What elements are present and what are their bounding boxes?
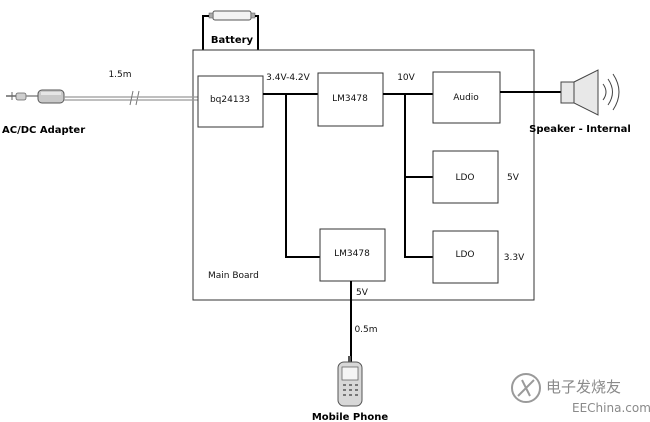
adapter-brick-icon bbox=[37, 89, 65, 104]
ldo2-output-voltage: 3.3V bbox=[504, 253, 525, 263]
branch-wire-to-phone-converter bbox=[285, 94, 320, 258]
bus-10v-label: 10V bbox=[397, 73, 415, 83]
watermark-chinese-logo-text: 电子发烧友 bbox=[546, 378, 621, 396]
speaker-icon bbox=[560, 69, 620, 116]
battery-label: Battery bbox=[211, 35, 254, 46]
ldo2-label: LDO bbox=[455, 250, 474, 260]
audio-label: Audio bbox=[453, 93, 479, 103]
speaker-label: Speaker - Internal bbox=[529, 124, 631, 135]
ldo-5v-block bbox=[432, 150, 499, 204]
ldo-3v3-block bbox=[432, 230, 499, 284]
adapter-cable-length: 1.5m bbox=[108, 70, 131, 80]
charger-label: bq24133 bbox=[210, 95, 250, 105]
phone-converter-lm3478 bbox=[319, 228, 386, 282]
phone-converter-label: LM3478 bbox=[334, 249, 370, 259]
ldo1-label: LDO bbox=[455, 173, 474, 183]
audio-block bbox=[432, 71, 501, 124]
battery bbox=[208, 10, 256, 21]
phone-output-voltage: 5V bbox=[356, 288, 369, 298]
adapter-plug-icon bbox=[6, 92, 38, 101]
adapter-cable bbox=[64, 96, 136, 101]
bus-vertical-wire bbox=[404, 94, 433, 258]
phone-label: Mobile Phone bbox=[312, 412, 389, 422]
battery-icon bbox=[212, 10, 252, 21]
mobile-phone-icon bbox=[337, 356, 363, 407]
watermark-text: EEChina.com bbox=[572, 401, 650, 415]
boost-lm3478 bbox=[317, 72, 384, 127]
adapter-label: AC/DC Adapter bbox=[2, 125, 85, 136]
main-board-label: Main Board bbox=[208, 271, 259, 281]
watermark-logo bbox=[511, 373, 541, 403]
battery-voltage-range: 3.4V-4.2V bbox=[266, 73, 311, 83]
cable-break-symbol bbox=[129, 90, 140, 106]
adapter-cable-2 bbox=[136, 96, 198, 101]
ldo1-output-voltage: 5V bbox=[507, 173, 520, 183]
phone-cable-length: 0.5m bbox=[354, 325, 377, 335]
boost-label: LM3478 bbox=[332, 94, 368, 104]
charger-bq24133 bbox=[197, 75, 264, 128]
